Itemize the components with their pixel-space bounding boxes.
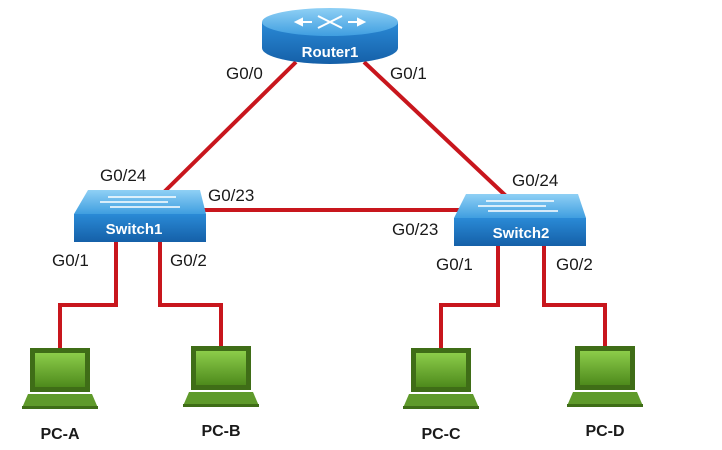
link-switch1-pc-a xyxy=(58,240,118,352)
pc-d-label: PC-D xyxy=(585,423,624,440)
switch1-label: Switch1 xyxy=(106,221,163,238)
port-sw1-g023: G0/23 xyxy=(208,186,254,205)
link-router-switch2 xyxy=(362,60,508,198)
link-switch1-pc-b xyxy=(158,240,223,352)
router-label: Router1 xyxy=(302,44,359,61)
port-router-g00: G0/0 xyxy=(226,64,263,83)
laptop-icon xyxy=(22,348,98,409)
switch1[interactable]: Switch1 xyxy=(74,190,206,242)
pc-d[interactable]: PC-D xyxy=(567,346,643,440)
switch2[interactable]: Switch2 xyxy=(454,194,586,246)
link-router-switch1 xyxy=(158,60,298,198)
link-switch2-pc-c xyxy=(439,244,500,352)
router1[interactable]: Router1 xyxy=(262,8,398,64)
port-sw1-g02: G0/2 xyxy=(170,251,207,270)
port-labels: G0/0 G0/1 G0/24 G0/23 G0/1 G0/2 G0/24 G0… xyxy=(52,64,593,274)
pc-b-label: PC-B xyxy=(201,423,240,440)
links xyxy=(58,60,607,352)
switch-icon xyxy=(74,190,206,242)
port-sw2-g01: G0/1 xyxy=(436,255,473,274)
switch-icon xyxy=(454,194,586,246)
port-sw2-g02: G0/2 xyxy=(556,255,593,274)
port-sw2-g024: G0/24 xyxy=(512,171,558,190)
link-switch2-pc-d xyxy=(542,244,607,352)
port-sw2-g023: G0/23 xyxy=(392,220,438,239)
pc-a[interactable]: PC-A xyxy=(22,348,98,443)
laptop-icon xyxy=(183,346,259,407)
port-sw1-g01: G0/1 xyxy=(52,251,89,270)
port-sw1-g024: G0/24 xyxy=(100,166,146,185)
laptop-icon xyxy=(567,346,643,407)
switch2-label: Switch2 xyxy=(493,225,550,242)
pc-a-label: PC-A xyxy=(40,426,80,443)
laptop-icon xyxy=(403,348,479,409)
port-router-g01: G0/1 xyxy=(390,64,427,83)
pc-c[interactable]: PC-C xyxy=(403,348,479,443)
router-icon xyxy=(262,8,398,64)
pc-b[interactable]: PC-B xyxy=(183,346,259,440)
pc-c-label: PC-C xyxy=(421,426,461,443)
